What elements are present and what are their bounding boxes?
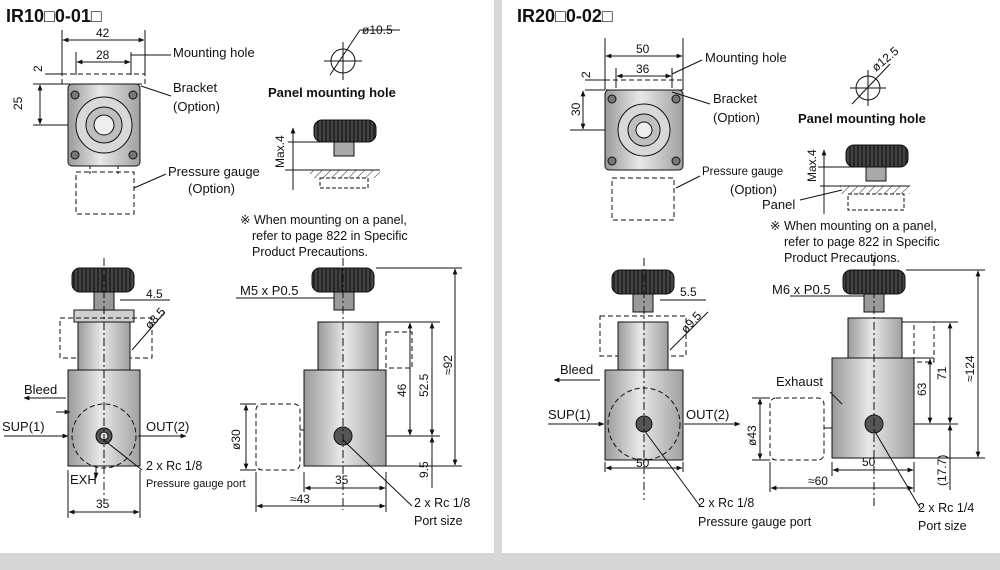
ir10-side-text: M5 x P0.5 46 52.5 ≈92 9.5 ø30 35 ≈43 2 x… <box>229 283 470 528</box>
dim-approx-92: ≈92 <box>441 355 455 375</box>
dim-phi-30: ø30 <box>229 429 243 450</box>
dim-approx-60: ≈60 <box>808 474 828 488</box>
dim-phi-43: ø43 <box>745 425 759 446</box>
label-mounting-hole: Mounting hole <box>173 45 255 60</box>
dim-2-r: 2 <box>579 71 593 78</box>
ir10-top-view <box>33 30 172 215</box>
dim-50: 50 <box>636 42 650 56</box>
label-m5-thread: M5 x P0.5 <box>240 283 299 298</box>
dim-50-side: 50 <box>862 455 876 469</box>
note-line-1: ※ When mounting on a panel, <box>240 213 407 227</box>
ir10-front-view <box>4 258 187 518</box>
label-exh: EXH <box>70 472 97 487</box>
label-bracket: Bracket <box>173 80 217 95</box>
label-port-rc: 2 x Rc 1/8 <box>414 496 470 510</box>
ir10-side-view <box>236 258 462 512</box>
dim-71: 71 <box>935 366 949 380</box>
note-line-2: refer to page 822 in Specific <box>252 229 408 243</box>
dim-phi-8-5: ø8.5 <box>142 305 169 332</box>
ir20-side-text: M6 x P0.5 Exhaust 63 71 ≈124 (17.7) ø43 … <box>745 282 977 533</box>
dim-28: 28 <box>96 48 110 62</box>
label-bleed-r: Bleed <box>560 362 593 377</box>
dim-42: 42 <box>96 26 110 40</box>
label-gauge-option: (Option) <box>188 181 235 196</box>
dim-35-side: 35 <box>335 473 349 487</box>
dim-50-front: 50 <box>636 456 650 470</box>
label-mounting-hole-r: Mounting hole <box>705 50 787 65</box>
ir20-top-dim-text: 50 36 2 30 Mounting hole Bracket (Option… <box>569 42 787 197</box>
ir10-title: IR10□0-01□ <box>6 6 102 26</box>
dim-36: 36 <box>636 62 650 76</box>
dim-5-5: 5.5 <box>680 285 697 299</box>
label-gauge-port-rc-r: 2 x Rc 1/8 <box>698 496 754 510</box>
label-m6-thread: M6 x P0.5 <box>772 282 831 297</box>
label-gauge-port-r: Pressure gauge port <box>698 515 812 529</box>
label-bracket-r: Bracket <box>713 91 757 106</box>
dim-35: 35 <box>96 497 110 511</box>
label-port-size: Port size <box>414 514 463 528</box>
dim-phi-10-5: ø10.5 <box>362 23 393 37</box>
dim-approx-124: ≈124 <box>963 355 977 382</box>
dim-63: 63 <box>915 382 929 396</box>
ir20-front-text: 5.5 ø9.5 Bleed SUP(1) OUT(2) 50 2 x Rc 1… <box>548 285 812 529</box>
dim-approx-43: ≈43 <box>290 492 310 506</box>
dim-max-4: Max.4 <box>273 135 287 168</box>
label-port-size-r: Port size <box>918 519 967 533</box>
ir10-panel-hole-text: ø10.5 Panel mounting hole Max.4 ※ When m… <box>240 23 408 259</box>
ir20-title: IR20□0-02□ <box>517 6 613 26</box>
ir10-panel-hole <box>285 29 400 190</box>
label-bleed: Bleed <box>24 382 57 397</box>
dim-2: 2 <box>31 65 45 72</box>
label-pressure-gauge-r: Pressure gauge <box>702 166 783 178</box>
label-gauge-port-rc: 2 x Rc 1/8 <box>146 459 202 473</box>
label-gauge-option-r: (Option) <box>730 182 777 197</box>
panel-mounting-hole-title-r: Panel mounting hole <box>798 111 926 126</box>
bottom-band <box>0 553 1000 570</box>
dim-46: 46 <box>395 383 409 397</box>
note-line-3: Product Precautions. <box>252 245 368 259</box>
dim-25: 25 <box>11 96 25 110</box>
label-sup: SUP(1) <box>2 419 45 434</box>
ir10-top-dim-text: 42 28 2 25 Mounting hole Bracket (Option… <box>11 26 260 196</box>
dim-30: 30 <box>569 102 583 116</box>
ir10-front-text: 4.5 ø8.5 Bleed SUP(1) OUT(2) 2 x Rc 1/8 … <box>2 287 246 511</box>
note-line-2-r: refer to page 822 in Specific <box>784 235 940 249</box>
dim-phi-9-5: ø9.5 <box>678 309 705 336</box>
dim-4-5: 4.5 <box>146 287 163 301</box>
label-port-rc-r: 2 x Rc 1/4 <box>918 501 974 515</box>
label-out: OUT(2) <box>146 419 189 434</box>
note-line-1-r: ※ When mounting on a panel, <box>770 219 937 233</box>
label-sup-r: SUP(1) <box>548 407 591 422</box>
label-panel: Panel <box>762 197 795 212</box>
dim-phi-12-5: ø12.5 <box>869 44 902 75</box>
dim-52-5: 52.5 <box>417 373 431 397</box>
dim-max-4-r: Max.4 <box>805 149 819 182</box>
panel-divider <box>494 0 502 553</box>
label-bracket-option: (Option) <box>173 99 220 114</box>
dim-9-5: 9.5 <box>417 461 431 478</box>
dim-17-7: (17.7) <box>935 455 949 486</box>
label-gauge-port: Pressure gauge port <box>146 478 246 490</box>
label-out-r: OUT(2) <box>686 407 729 422</box>
label-exhaust: Exhaust <box>776 374 823 389</box>
label-pressure-gauge: Pressure gauge <box>168 164 260 179</box>
label-bracket-option-r: (Option) <box>713 110 760 125</box>
ir20-top-view <box>570 38 711 221</box>
ir20-panel-hole <box>799 63 910 214</box>
panel-mounting-hole-title: Panel mounting hole <box>268 85 396 100</box>
note-line-3-r: Product Precautions. <box>784 251 900 265</box>
ir20-front-view <box>548 258 741 507</box>
ir20-side-view <box>752 258 985 509</box>
